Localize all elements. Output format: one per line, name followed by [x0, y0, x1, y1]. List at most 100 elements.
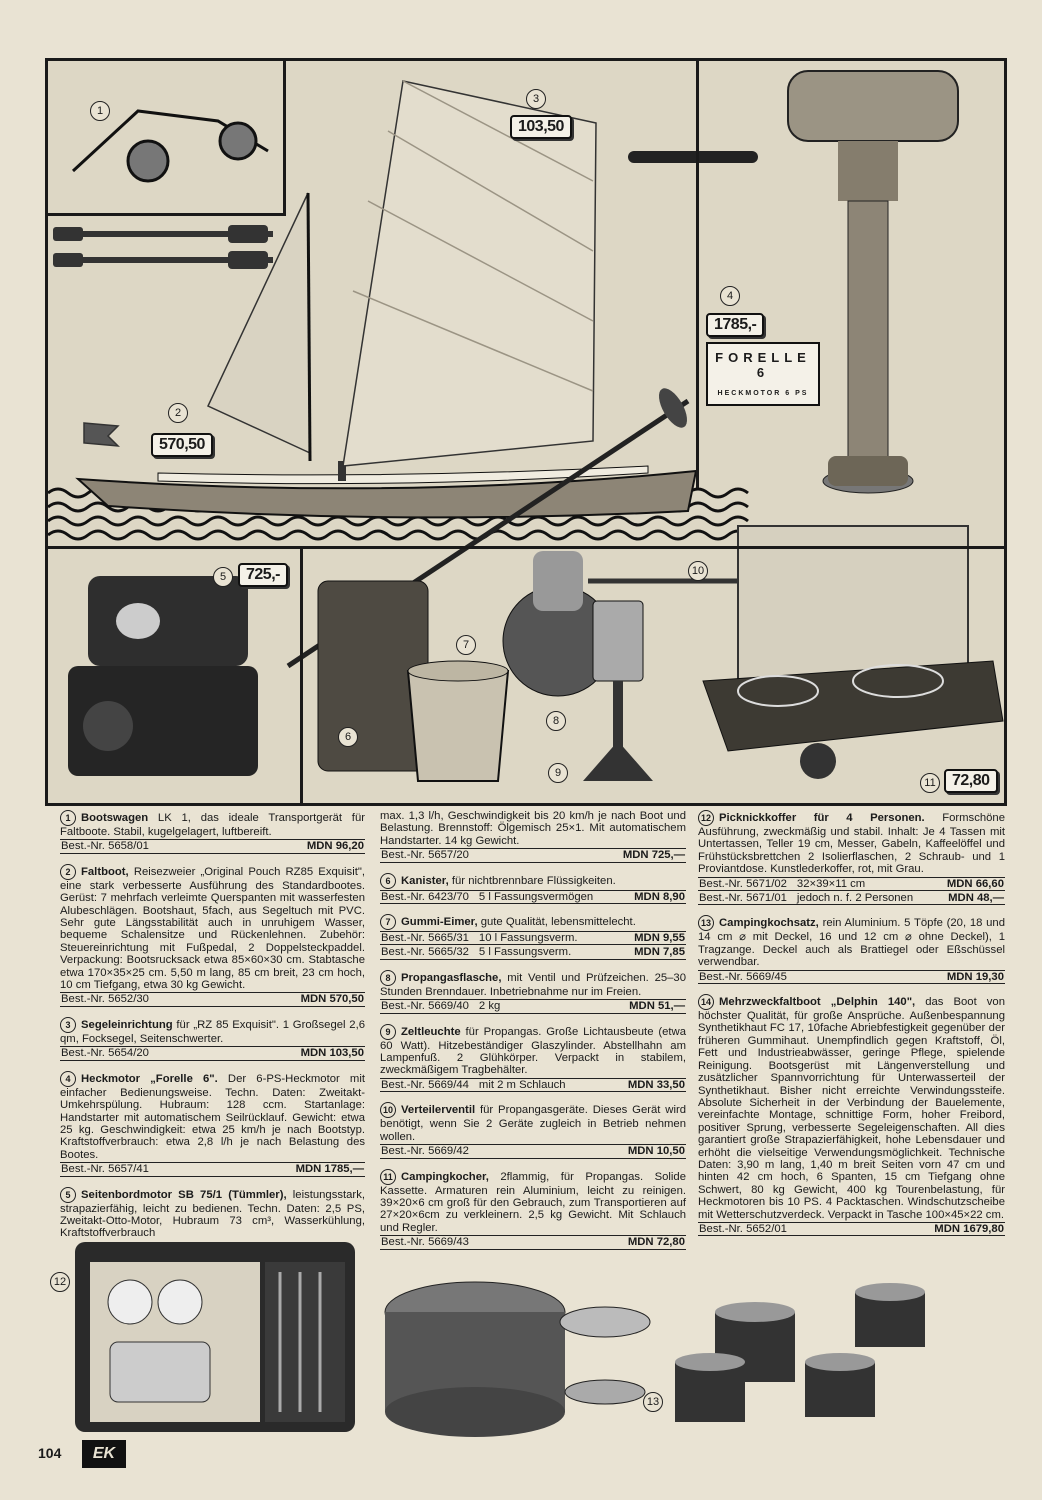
entry-number: 13	[698, 915, 714, 932]
price-badge-motor: 1785,-	[706, 313, 765, 337]
order-row: Best.-Nr. 5657/20 MDN 725,—	[380, 848, 686, 863]
order-price: MDN 570,50	[300, 993, 364, 1006]
entry-title: Kanister,	[401, 874, 449, 887]
order-variant: 32×39×11 cm	[796, 877, 866, 890]
label-10: 10	[688, 561, 708, 581]
divider	[48, 213, 286, 216]
order-row: Best.-Nr. 5669/42 MDN 10,50	[380, 1144, 686, 1159]
order-number: Best.-Nr. 5671/01	[699, 892, 787, 905]
entry-number: 5	[60, 1186, 76, 1203]
entry-number: 9	[380, 1023, 396, 1040]
order-variant: 5 l Fassungsvermögen	[478, 890, 594, 903]
order-variant	[149, 1047, 301, 1059]
entry-description: für Propangas. Große Lichtausbeute (etwa…	[380, 1025, 686, 1077]
catalog-entry: max. 1,3 l/h, Geschwindigkeit bis 20 km/…	[380, 810, 686, 863]
order-price: MDN 72,80	[627, 1236, 685, 1249]
order-price: MDN 96,20	[306, 840, 364, 853]
label-11: 11	[920, 773, 940, 793]
entry-title: Zeltleuchte	[401, 1025, 461, 1038]
entry-title: Campingkocher,	[401, 1170, 489, 1183]
order-variant: 10 l Fassungsverm.	[478, 932, 578, 945]
price-badge-boot: 570,50	[151, 433, 213, 457]
entry-number: 14	[698, 994, 714, 1011]
entry-title: Faltboot,	[81, 865, 129, 878]
entry-title: Segeleinrichtung	[81, 1018, 173, 1031]
order-price: MDN 725,—	[622, 849, 685, 862]
order-number: Best.-Nr. 5669/42	[381, 1145, 469, 1158]
sails	[83, 80, 597, 467]
order-number: Best.-Nr. 5669/44	[381, 1078, 469, 1091]
engine-motor	[68, 576, 258, 776]
entry-title: Campingkochsatz,	[719, 917, 819, 930]
order-number: Best.-Nr. 5657/20	[381, 849, 469, 862]
label-1: 1	[90, 101, 110, 121]
label-4: 4	[720, 286, 740, 306]
product-illustration-frame: 1 3 2 4 5 6 7 8 9 10 11 103,50 1785,- 57…	[45, 58, 1007, 806]
label-12: 12	[50, 1272, 70, 1292]
entry-number: 10	[380, 1102, 396, 1119]
order-price: MDN 9,55	[634, 932, 685, 945]
entry-number: 11	[380, 1168, 396, 1185]
lamp	[583, 600, 653, 781]
order-number: Best.-Nr. 5665/31	[381, 932, 469, 945]
label-13: 13	[643, 1392, 663, 1412]
entry-title: Mehrzweckfaltboot „Delphin 140",	[719, 996, 916, 1009]
entry-title: Picknickkoffer für 4 Personen.	[719, 812, 925, 824]
entry-number: 3	[60, 1016, 76, 1033]
order-variant: jedoch n. f. 2 Personen	[796, 892, 914, 905]
entry-number: 7	[380, 914, 396, 931]
cookware-set-image: 13	[375, 1232, 1000, 1438]
order-row: Best.-Nr. 5652/30 MDN 570,50	[60, 992, 365, 1007]
publisher-logo: EK	[82, 1440, 126, 1468]
price-badge-seitenbord: 725,-	[238, 563, 288, 587]
order-variant	[149, 840, 307, 852]
divider	[300, 546, 303, 806]
picnic-case-image: 12	[50, 1232, 360, 1438]
order-number: Best.-Nr. 5652/30	[61, 993, 149, 1006]
order-number: Best.-Nr. 5669/40	[381, 1000, 469, 1013]
order-number: Best.-Nr. 5652/01	[699, 1222, 787, 1235]
order-row: Best.-Nr. 5671/01 jedoch n. f. 2 Personen…	[698, 892, 1005, 906]
order-variant	[469, 849, 623, 861]
order-number: Best.-Nr. 5654/20	[61, 1047, 149, 1060]
divider	[696, 61, 699, 488]
entry-description: für „RZ 85 Exquisit". 1 Großsegel 2,6 qm…	[60, 1018, 365, 1045]
order-price: MDN 48,—	[948, 892, 1004, 905]
order-price: MDN 103,50	[300, 1047, 364, 1060]
label-6: 6	[338, 727, 358, 747]
forelle-brand: FORELLE 6	[715, 350, 811, 380]
entry-number: 8	[380, 969, 396, 986]
divider	[48, 546, 1004, 549]
order-variant: mit 2 m Schlauch	[478, 1078, 566, 1091]
forelle-brand-box: FORELLE 6 HECKMOTOR 6 PS	[706, 342, 820, 406]
entry-title: Verteilerventil	[401, 1104, 476, 1117]
order-row: Best.-Nr. 5665/31 10 l Fassungsverm. MDN 9…	[380, 931, 686, 946]
entry-number: 4	[60, 1070, 76, 1087]
order-price: MDN 8,90	[634, 890, 685, 903]
order-variant: 5 l Fassungsverm.	[478, 946, 572, 959]
order-number: Best.-Nr. 5671/02	[699, 877, 787, 890]
outboard-motor	[628, 70, 959, 494]
order-price: MDN 51,—	[629, 1000, 685, 1013]
entry-description: für Propangasgeräte. Dieses Gerät wird b…	[380, 1104, 686, 1143]
entry-description: max. 1,3 l/h, Geschwindigkeit bis 20 km/…	[380, 810, 686, 847]
entry-description: für nichtbrennbare Flüssigkeiten.	[448, 874, 616, 887]
order-price: MDN 1785,—	[295, 1163, 364, 1176]
order-price: MDN 10,50	[627, 1145, 685, 1158]
order-price: MDN 33,50	[627, 1078, 685, 1091]
